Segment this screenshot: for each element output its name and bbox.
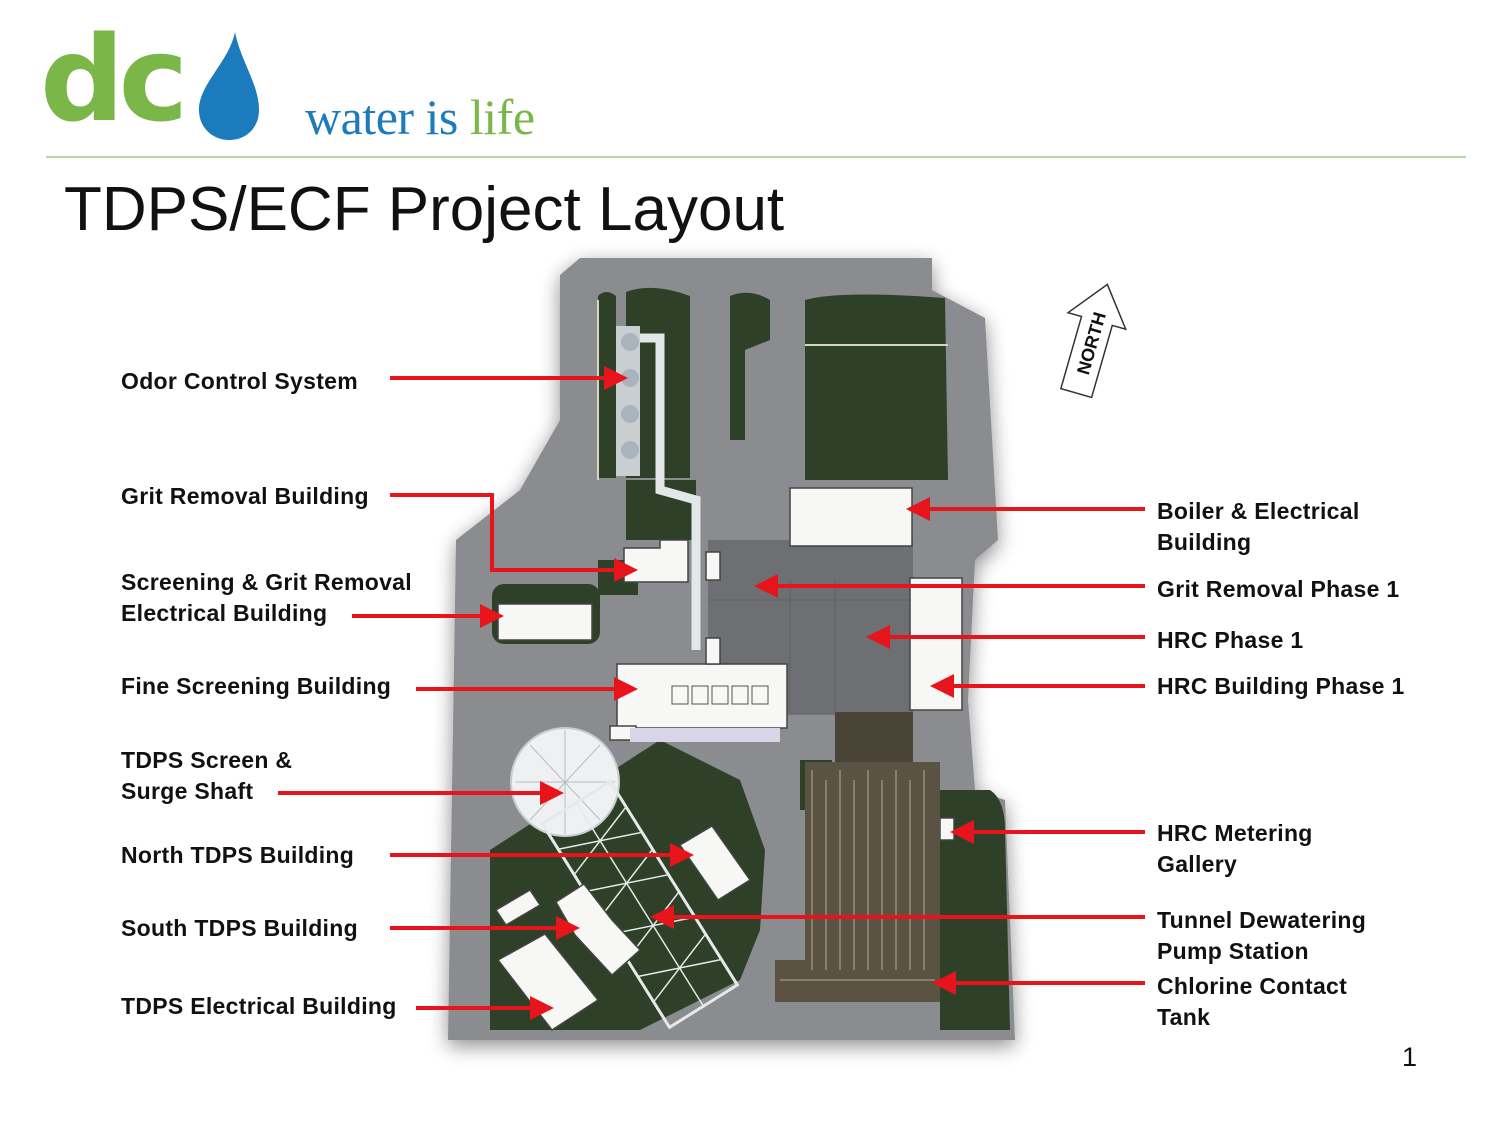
north-arrow-icon [1059, 283, 1128, 399]
label-chlorine-contact-tank: Chlorine Contact Tank [1157, 973, 1348, 1030]
tank-gridlines [708, 580, 913, 712]
label-tdps-screen-surge-shaft: TDPS Screen & Surge Shaft [121, 747, 293, 804]
screening-grit-electrical-building [497, 603, 593, 641]
odor-control-equipment [616, 326, 701, 650]
page-number: 1 [1402, 1042, 1418, 1072]
tdps-surge-shaft [510, 727, 620, 837]
tagline-water: water is [305, 89, 470, 145]
grit-removal-building [623, 539, 689, 583]
logo-dc-mark: dc [40, 10, 188, 148]
tdps-frame [540, 779, 740, 1030]
label-hrc-phase-1: HRC Phase 1 [1157, 627, 1304, 653]
label-tunnel-dewatering-pump-station: Tunnel Dewatering Pump Station [1157, 907, 1367, 964]
chlorine-contact-tank [775, 712, 940, 1002]
north-tdps-building [678, 825, 752, 902]
hrc-metering-gallery [939, 817, 955, 841]
page-title: TDPS/ECF Project Layout [64, 175, 785, 244]
label-hrc-building-phase-1: HRC Building Phase 1 [1157, 673, 1405, 699]
fine-screening-bays [671, 685, 769, 705]
arrow-grit-bldg [390, 493, 638, 582]
label-north-tdps-building: North TDPS Building [121, 842, 355, 868]
label-fine-screening-building: Fine Screening Building [121, 673, 392, 699]
walkways [597, 300, 948, 480]
water-drop-icon [199, 32, 259, 140]
label-grit-removal-phase-1: Grit Removal Phase 1 [1157, 576, 1400, 602]
grit-annex [705, 551, 721, 581]
callout-arrows [278, 366, 1145, 1020]
dc-water-logo: dc water is life [40, 20, 600, 160]
label-grit-removal-building: Grit Removal Building [121, 483, 369, 509]
logo-tagline: water is life [305, 92, 535, 142]
tagline-life: life [469, 89, 535, 145]
fine-screening-annex [705, 637, 721, 665]
header-divider [46, 156, 1466, 158]
fine-screening-channel [630, 728, 780, 742]
fine-screening-building [616, 663, 788, 729]
label-tdps-electrical-building: TDPS Electrical Building [121, 993, 397, 1019]
label-hrc-metering-gallery: HRC Metering Gallery [1157, 820, 1313, 877]
label-boiler-electrical-building: Boiler & Electrical Building [1157, 498, 1360, 555]
label-south-tdps-building: South TDPS Building [121, 915, 358, 941]
boiler-electrical-building [789, 487, 913, 547]
tdps-buildings [494, 825, 752, 1032]
label-odor-control-system: Odor Control System [121, 368, 359, 394]
tdps-small-structure [494, 888, 542, 927]
label-screening-grit-electrical-building: Screening & Grit Removal Electrical Buil… [121, 569, 412, 626]
hrc-building-phase-1 [909, 577, 963, 711]
